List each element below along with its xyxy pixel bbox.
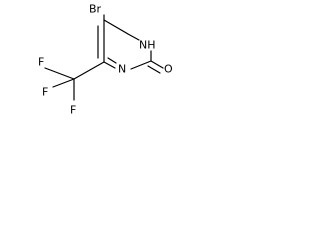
bond-cf3-f-left — [52, 78, 75, 88]
structure-diagram: Br NH N O F F F — [38, 3, 173, 117]
atom-f-bottom-label: F — [70, 104, 76, 117]
bond-c2-o-1 — [150, 60, 164, 69]
bond-c6-n1 — [127, 33, 140, 41]
bond-n3-c2 — [130, 60, 152, 70]
bond-c5-c6 — [103, 19, 129, 35]
atom-o-label: O — [164, 63, 173, 76]
bond-c4-n3-inner — [107, 57, 117, 64]
atom-nh-label: NH — [139, 39, 156, 52]
bond-c4-n3 — [103, 61, 116, 69]
atom-f-left-label: F — [42, 86, 48, 99]
atom-br-label: Br — [89, 3, 102, 16]
atom-f-top-label: F — [38, 56, 44, 69]
bond-c4-cf3 — [73, 61, 105, 80]
bond-cf3-f-top — [44, 67, 75, 80]
atom-n3-label: N — [118, 63, 126, 76]
bond-c2-o-2 — [147, 65, 161, 74]
